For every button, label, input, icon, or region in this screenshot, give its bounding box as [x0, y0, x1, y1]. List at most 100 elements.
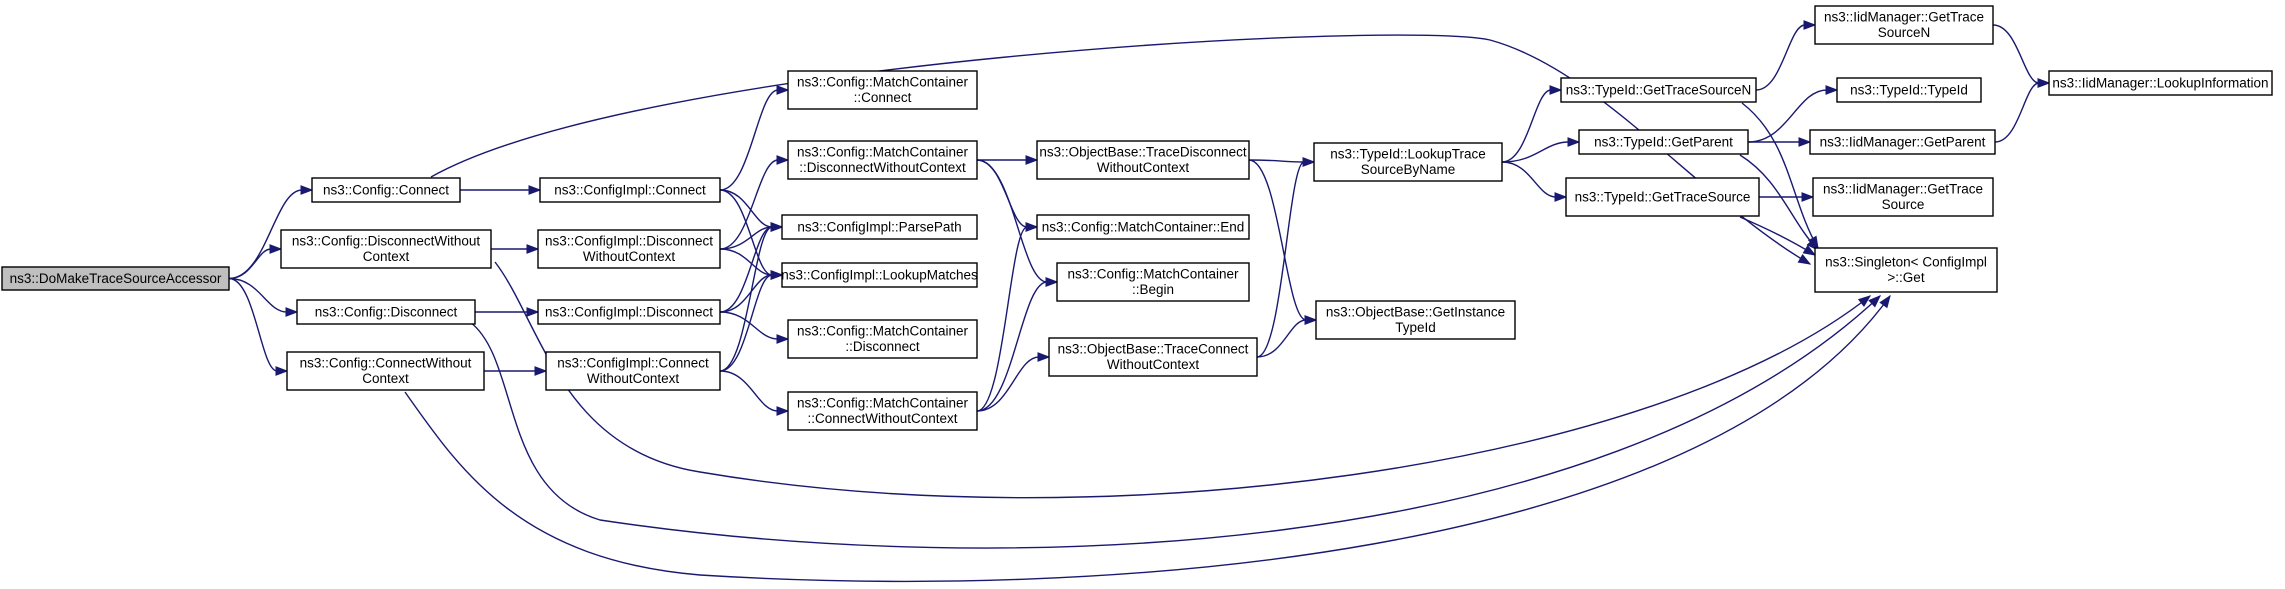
arrowhead — [776, 334, 790, 344]
node-cfg_connect_wo[interactable]: ns3::Config::ConnectWithoutContext — [286, 351, 485, 391]
node-label: ns3::Config::MatchContainer::End — [1042, 219, 1245, 234]
edge-iid_get_ts_n-to-iid_lookup_info — [1992, 24, 2040, 84]
node-lookup_matches[interactable]: ns3::ConfigImpl::LookupMatches — [781, 262, 978, 288]
node-box — [539, 177, 721, 203]
node-label: ns3::Config::MatchContainer — [1067, 267, 1239, 282]
edge-impl_connect_wo-to-lookup_matches — [719, 274, 773, 372]
node-label: Context — [363, 249, 410, 264]
node-label: ns3::ConfigImpl::ParsePath — [797, 219, 961, 234]
arrowhead — [1302, 157, 1316, 167]
arrowhead — [1857, 295, 1872, 307]
node-mc_begin[interactable]: ns3::Config::MatchContainer::Begin — [1056, 262, 1250, 302]
arrowhead — [1045, 277, 1059, 287]
node-label: ns3::ConfigImpl::Connect — [557, 356, 709, 371]
node-box — [1036, 140, 1250, 180]
node-typeid_get_parent[interactable]: ns3::TypeId::GetParent — [1578, 129, 1749, 155]
node-iid_get_parent[interactable]: ns3::IidManager::GetParent — [1809, 129, 1996, 155]
node-iid_lookup_info[interactable]: ns3::IidManager::LookupInformation — [2048, 70, 2273, 96]
edge-impl_disconnect-to-lookup_matches — [719, 274, 773, 313]
node-mc_connect_wo[interactable]: ns3::Config::MatchContainer::ConnectWith… — [787, 391, 978, 431]
arrowhead — [2037, 78, 2051, 88]
edge-mc_connect_wo-to-ob_trace_connect_wo — [976, 356, 1040, 412]
node-label: ns3::Config::ConnectWithout — [300, 356, 472, 371]
nodes-layer: ns3::DoMakeTraceSourceAccessorns3::Confi… — [1, 5, 2273, 431]
node-label: ns3::Config::DisconnectWithout — [292, 234, 481, 249]
arrowhead — [300, 185, 314, 195]
node-label: Context — [362, 371, 409, 386]
node-box — [1814, 5, 1994, 45]
arrowhead — [1567, 137, 1581, 147]
node-typeid_get_ts[interactable]: ns3::TypeId::GetTraceSource — [1565, 177, 1760, 217]
node-label: ns3::ObjectBase::TraceConnect — [1058, 342, 1249, 357]
node-label: ::DisconnectWithoutContext — [799, 160, 966, 175]
node-label: >::Get — [1887, 270, 1924, 285]
node-box — [280, 229, 492, 269]
arrowhead — [1825, 85, 1839, 95]
edge-ob_trace_connect_wo-to-ob_get_instance — [1256, 319, 1307, 358]
node-impl_disconnect[interactable]: ns3::ConfigImpl::Disconnect — [537, 299, 721, 325]
arrowhead — [1803, 20, 1817, 30]
node-box — [787, 140, 978, 180]
arrowhead — [1025, 222, 1039, 232]
node-label: WithoutContext — [587, 371, 680, 386]
node-cfg_connect[interactable]: ns3::Config::Connect — [311, 177, 461, 203]
node-box — [787, 319, 978, 359]
edge-mc_disconnect_wo-to-mc_end — [976, 159, 1028, 228]
node-mc_disconnect_wo[interactable]: ns3::Config::MatchContainer::DisconnectW… — [787, 140, 978, 180]
node-typeid_typeid[interactable]: ns3::TypeId::TypeId — [1836, 77, 1982, 103]
node-box — [1056, 262, 1250, 302]
edge-impl_connect-to-parse_path — [719, 189, 773, 228]
edge-iid_get_parent-to-iid_lookup_info — [1994, 82, 2040, 143]
node-mc_end[interactable]: ns3::Config::MatchContainer::End — [1036, 214, 1250, 240]
node-box — [787, 391, 978, 431]
node-label: ns3::ConfigImpl::Connect — [554, 182, 706, 197]
arrowhead — [1549, 85, 1563, 95]
edge-typeid_get_parent-to-singleton_get — [1739, 154, 1819, 251]
node-iid_get_ts[interactable]: ns3::IidManager::GetTraceSource — [1812, 177, 1994, 217]
node-box — [787, 70, 978, 110]
node-ob_trace_disconnect_wo[interactable]: ns3::ObjectBase::TraceDisconnectWithoutC… — [1036, 140, 1250, 180]
node-box — [1809, 129, 1996, 155]
node-ob_trace_connect_wo[interactable]: ns3::ObjectBase::TraceConnectWithoutCont… — [1048, 337, 1258, 377]
edge-impl_disconnect_wo-to-parse_path — [719, 226, 773, 250]
node-label: ns3::Singleton< ConfigImpl — [1825, 255, 1987, 270]
node-box — [1560, 77, 1757, 103]
node-box — [1, 266, 230, 291]
node-label: ns3::TypeId::TypeId — [1850, 82, 1968, 97]
edge-typeid_lookup-to-typeid_get_ts_n — [1501, 89, 1552, 163]
node-label: ns3::ObjectBase::TraceDisconnect — [1039, 145, 1247, 160]
node-mc_connect[interactable]: ns3::Config::MatchContainer::Connect — [787, 70, 978, 110]
arrowhead — [770, 222, 784, 232]
node-box — [781, 214, 978, 240]
node-cfg_disconnect[interactable]: ns3::Config::Disconnect — [296, 299, 476, 325]
arrowhead — [1304, 315, 1318, 325]
node-parse_path[interactable]: ns3::ConfigImpl::ParsePath — [781, 214, 978, 240]
edge-ob_trace_disconnect_wo-to-typeid_lookup — [1248, 159, 1305, 163]
edge-typeid_get_ts_n-to-iid_get_ts_n — [1755, 24, 1806, 91]
node-box — [1315, 300, 1516, 340]
node-box — [2048, 70, 2273, 96]
arrowhead — [1806, 238, 1819, 252]
node-box — [1036, 214, 1250, 240]
arrowhead — [1868, 295, 1882, 308]
node-singleton_get[interactable]: ns3::Singleton< ConfigImpl >::Get — [1814, 247, 1998, 293]
node-label: ns3::Config::MatchContainer — [797, 324, 969, 339]
node-cfg_disconnect_wo[interactable]: ns3::Config::DisconnectWithoutContext — [280, 229, 492, 269]
node-root[interactable]: ns3::DoMakeTraceSourceAccessor — [1, 266, 230, 291]
node-label: ns3::TypeId::LookupTrace — [1330, 147, 1486, 162]
edge-typeid_get_ts_n-to-singleton_get — [1741, 102, 1819, 249]
node-typeid_get_ts_n[interactable]: ns3::TypeId::GetTraceSourceN — [1560, 77, 1757, 103]
node-impl_disconnect_wo[interactable]: ns3::ConfigImpl::DisconnectWithoutContex… — [537, 229, 721, 269]
arrowhead — [776, 155, 790, 165]
node-label: ::Connect — [854, 90, 912, 105]
arrowhead — [269, 244, 283, 254]
edge-mc_disconnect_wo-to-mc_begin — [976, 159, 1048, 283]
node-mc_disconnect[interactable]: ns3::Config::MatchContainer::Disconnect — [787, 319, 978, 359]
node-iid_get_ts_n[interactable]: ns3::IidManager::GetTraceSourceN — [1814, 5, 1994, 45]
node-impl_connect[interactable]: ns3::ConfigImpl::Connect — [539, 177, 721, 203]
node-label: ns3::DoMakeTraceSourceAccessor — [10, 271, 222, 286]
node-impl_connect_wo[interactable]: ns3::ConfigImpl::ConnectWithoutContext — [545, 351, 721, 391]
